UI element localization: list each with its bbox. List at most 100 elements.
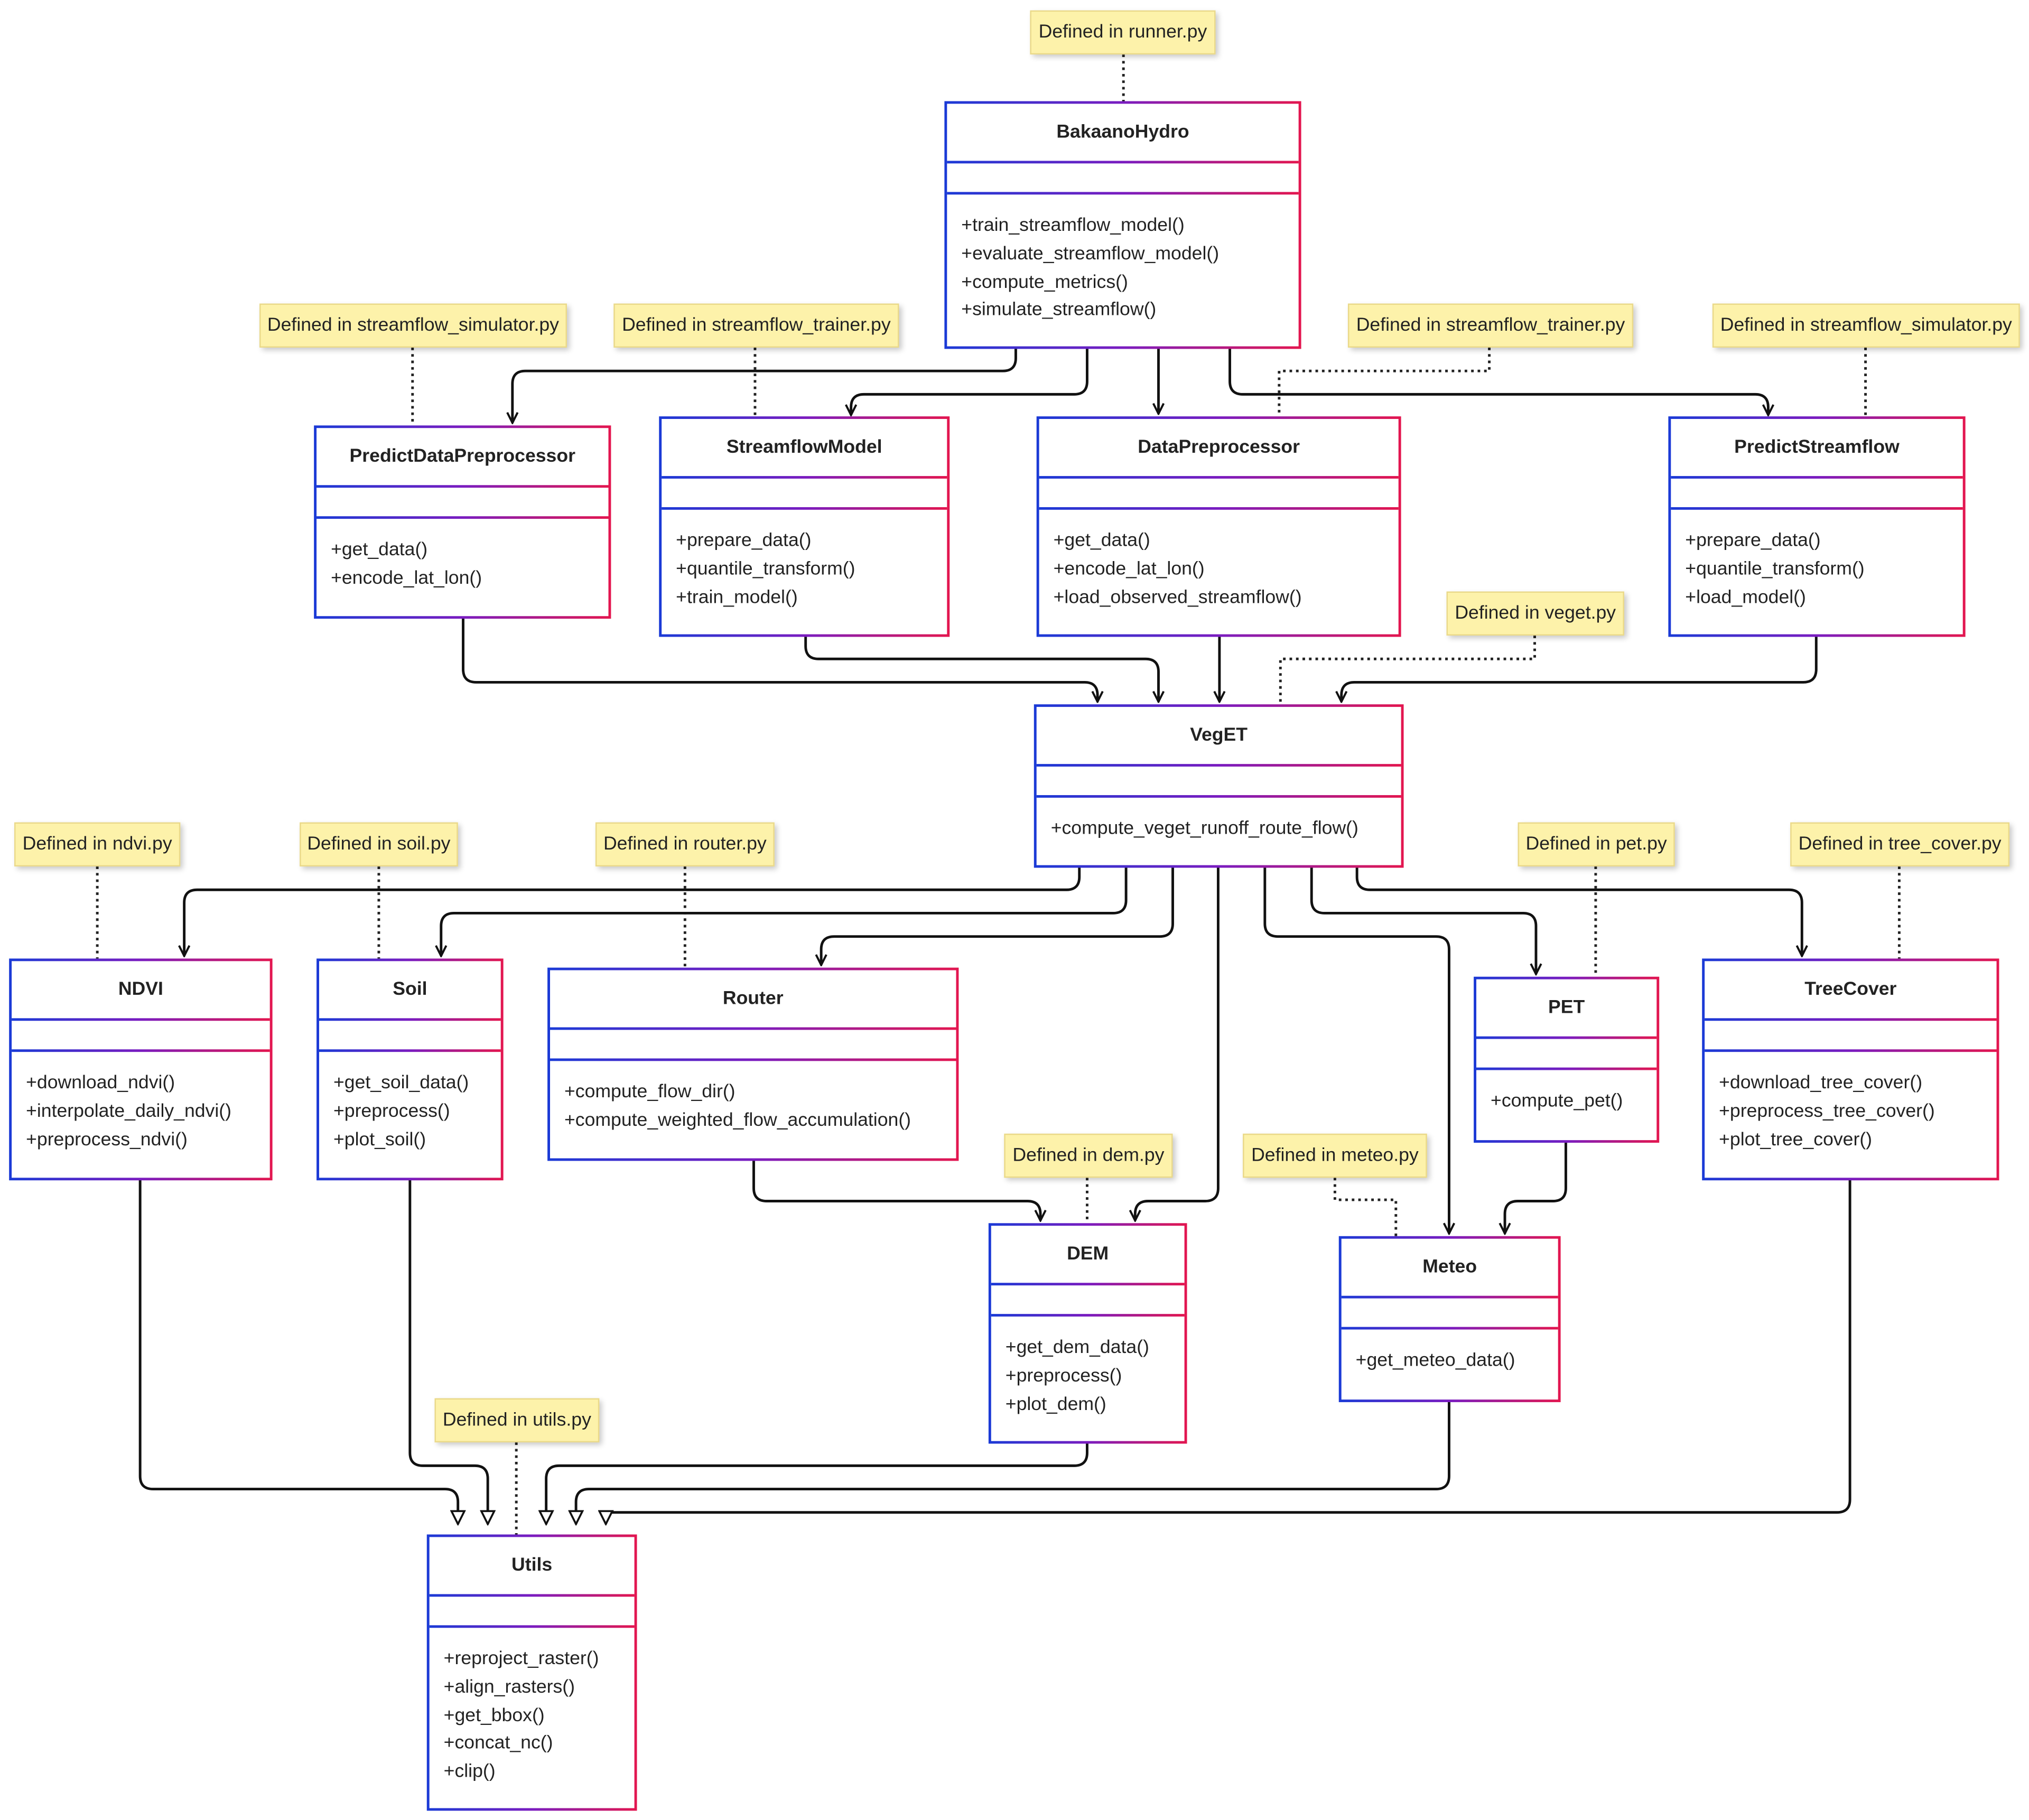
- edge-pdp-veget: [462, 617, 1098, 702]
- note-meteo: Defined in meteo.py: [1243, 1133, 1427, 1178]
- note-ndvi: Defined in ndvi.py: [14, 822, 181, 867]
- class-name: Meteo: [1422, 1257, 1477, 1278]
- edge-sm-veget: [804, 636, 1159, 702]
- edge-veget-pet: [1310, 866, 1536, 974]
- class-name: PredictDataPreprocessor: [349, 446, 575, 467]
- note-ps: Defined in streamflow_simulator.py: [1712, 303, 2020, 348]
- note-link-veget: [1279, 636, 1536, 705]
- method: +prepare_data(): [1685, 530, 1821, 552]
- edge-dem-utils: [546, 1442, 1088, 1524]
- edge-veget-soil: [441, 866, 1128, 956]
- class-pet[interactable]: PET +compute_pet(): [1474, 976, 1660, 1143]
- edge-veget-dem: [1135, 866, 1220, 1220]
- class-predictstreamflow[interactable]: PredictStreamflow +prepare_data() +quant…: [1668, 416, 1966, 637]
- class-name: DEM: [1067, 1244, 1109, 1265]
- method: +encode_lat_lon(): [331, 567, 482, 589]
- method: +interpolate_daily_ndvi(): [26, 1100, 231, 1122]
- method: +compute_veget_runoff_route_flow(): [1050, 818, 1358, 839]
- method: +get_data(): [1053, 530, 1150, 552]
- attributes: [317, 488, 608, 516]
- method: +clip(): [443, 1761, 496, 1782]
- note-link-dp: [1278, 347, 1491, 417]
- methods: +download_tree_cover() +preprocess_tree_…: [1705, 1052, 1996, 1178]
- edge-router-dem: [752, 1159, 1040, 1220]
- class-bakaanohydro[interactable]: BakaanoHydro +train_streamflow_model() +…: [944, 101, 1301, 349]
- attributes: [319, 1021, 501, 1049]
- attributes: [662, 479, 947, 507]
- class-name: NDVI: [118, 979, 163, 1000]
- method: +compute_pet(): [1491, 1090, 1623, 1112]
- method: +align_rasters(): [443, 1677, 575, 1698]
- class-datapreprocessor[interactable]: DataPreprocessor +get_data() +encode_lat…: [1036, 416, 1401, 637]
- note-sm: Defined in streamflow_trainer.py: [613, 303, 899, 348]
- class-name: PredictStreamflow: [1734, 437, 1900, 458]
- attributes: [1037, 767, 1401, 795]
- method: +encode_lat_lon(): [1053, 558, 1205, 580]
- methods: +get_meteo_data(): [1342, 1330, 1558, 1400]
- class-ndvi[interactable]: NDVI +download_ndvi() +interpolate_daily…: [9, 958, 273, 1181]
- note-router: Defined in router.py: [595, 822, 775, 867]
- attributes: [1342, 1299, 1558, 1327]
- method: +get_meteo_data(): [1355, 1350, 1515, 1371]
- class-name: DataPreprocessor: [1138, 437, 1300, 458]
- edge-pet-meteo: [1505, 1141, 1567, 1234]
- methods: +prepare_data() +quantile_transform() +l…: [1671, 510, 1962, 634]
- method: +concat_nc(): [443, 1733, 553, 1754]
- method: +compute_metrics(): [961, 272, 1128, 293]
- method: +get_data(): [331, 539, 428, 561]
- class-meteo[interactable]: Meteo +get_meteo_data(): [1338, 1236, 1561, 1403]
- method: +plot_dem(): [1005, 1394, 1106, 1415]
- methods: +get_data() +encode_lat_lon() +load_obse…: [1039, 510, 1399, 634]
- edge-veget-ndvi: [184, 866, 1081, 956]
- method: +plot_soil(): [333, 1129, 426, 1150]
- attributes: [1039, 479, 1399, 507]
- class-name: Soil: [393, 979, 427, 1000]
- class-predictdatapreprocessor[interactable]: PredictDataPreprocessor +get_data() +enc…: [314, 425, 611, 619]
- class-name: Utils: [511, 1555, 553, 1576]
- class-veget[interactable]: VegET +compute_veget_runoff_route_flow(): [1034, 704, 1404, 868]
- class-name: PET: [1548, 997, 1585, 1019]
- note-pet: Defined in pet.py: [1518, 822, 1675, 867]
- edge-veget-tree: [1355, 866, 1802, 956]
- edge-veget-router: [821, 866, 1174, 965]
- attributes: [1476, 1039, 1656, 1068]
- class-streamflowmodel[interactable]: StreamflowModel +prepare_data() +quantil…: [659, 416, 950, 637]
- methods: +download_ndvi() +interpolate_daily_ndvi…: [12, 1052, 270, 1178]
- method: +quantile_transform(): [676, 558, 855, 580]
- class-dem[interactable]: DEM +get_dem_data() +preprocess() +plot_…: [988, 1223, 1187, 1444]
- class-name: StreamflowModel: [726, 437, 882, 458]
- method: +get_bbox(): [443, 1705, 545, 1726]
- class-soil[interactable]: Soil +get_soil_data() +preprocess() +plo…: [317, 958, 504, 1181]
- method: +quantile_transform(): [1685, 558, 1865, 580]
- class-utils[interactable]: Utils +reproject_raster() +align_rasters…: [426, 1534, 637, 1811]
- method: +reproject_raster(): [443, 1648, 599, 1669]
- methods: +reproject_raster() +align_rasters() +ge…: [430, 1628, 635, 1808]
- method: +evaluate_streamflow_model(): [961, 244, 1220, 265]
- note-pdp: Defined in streamflow_simulator.py: [259, 303, 567, 348]
- method: +train_streamflow_model(): [961, 215, 1185, 236]
- method: +download_ndvi(): [26, 1072, 175, 1094]
- edge-meteo-utils: [576, 1401, 1450, 1524]
- class-treecover[interactable]: TreeCover +download_tree_cover() +prepro…: [1702, 958, 1999, 1181]
- edge-soil-utils: [408, 1179, 488, 1524]
- note-dem: Defined in dem.py: [1004, 1133, 1173, 1178]
- methods: +compute_pet(): [1476, 1070, 1656, 1141]
- method: +download_tree_cover(): [1719, 1072, 1923, 1094]
- attributes: [1705, 1021, 1996, 1049]
- methods: +get_data() +encode_lat_lon(): [317, 519, 608, 616]
- method: +preprocess(): [333, 1100, 450, 1122]
- note-link-meteo: [1333, 1178, 1398, 1236]
- method: +prepare_data(): [676, 530, 812, 552]
- class-name: VegET: [1190, 725, 1248, 746]
- edge-ps-veget: [1342, 636, 1818, 702]
- class-router[interactable]: Router +compute_flow_dir() +compute_weig…: [547, 967, 959, 1161]
- note-tree: Defined in tree_cover.py: [1790, 822, 2010, 867]
- method: +load_observed_streamflow(): [1053, 587, 1302, 608]
- attributes: [947, 163, 1298, 192]
- edge-bakaano-pdp: [513, 347, 1017, 423]
- method: +preprocess_ndvi(): [26, 1129, 188, 1150]
- edge-bakaano-sm: [851, 347, 1088, 415]
- attributes: [550, 1030, 956, 1058]
